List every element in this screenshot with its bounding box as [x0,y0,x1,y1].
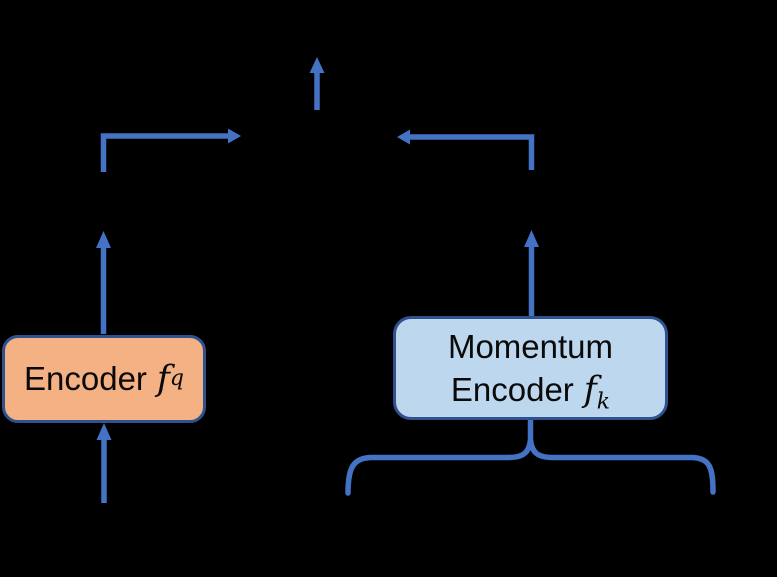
momentum-box-line1: Momentum [447,327,614,365]
encoder-f-symbol: f [156,359,170,399]
top-output-up-arrow [309,57,325,110]
momentum-box-label: Encoder [450,370,574,408]
momentum-f-symbol: f [583,369,597,410]
right-elbow-left-arrow [397,129,535,170]
momentum-f-subscript: k [596,389,611,415]
query-feature-up-arrow [96,231,111,334]
left-elbow-right-arrow [100,128,241,172]
key-feature-up-arrow [524,230,539,317]
encoder-box-label: Encoder [24,360,147,397]
keys-group-brace [345,418,716,496]
query-input-up-arrow [96,423,112,503]
